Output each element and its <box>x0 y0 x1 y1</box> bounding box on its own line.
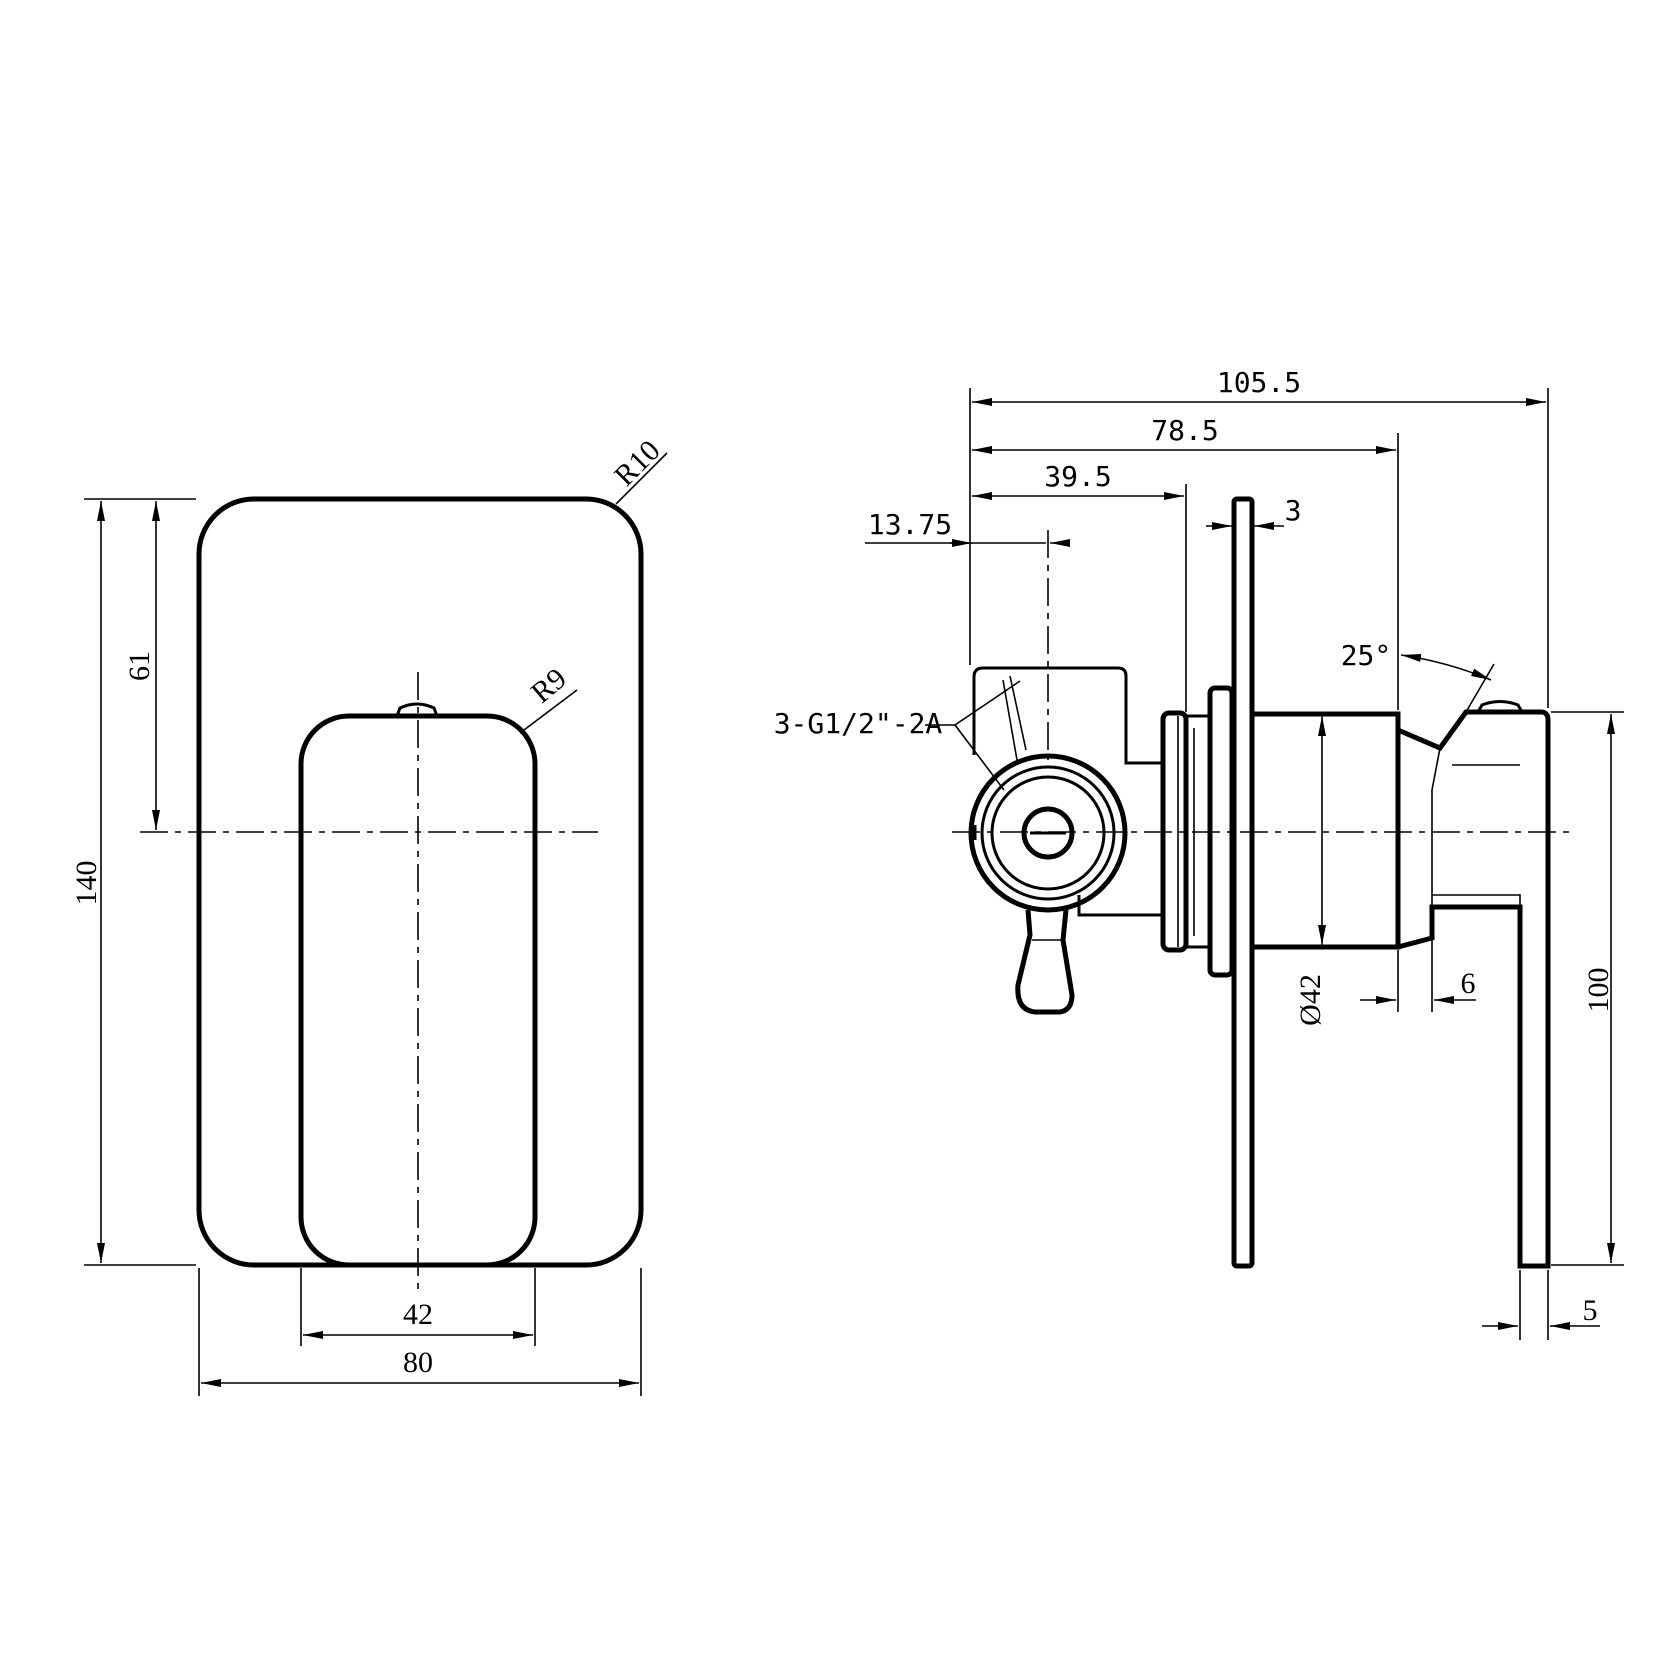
dim-lever-thickness-label: 5 <box>1583 1294 1598 1327</box>
handle-body <box>1252 711 1401 950</box>
dim-height-label: 140 <box>70 861 103 906</box>
dim-outer-radius-label: R10 <box>608 434 667 493</box>
handle-outline <box>298 713 538 1268</box>
dim-lever-offset-label: 6 <box>1461 967 1476 1000</box>
port-core <box>1021 806 1075 860</box>
dim-lever-height-label: 100 <box>1582 968 1615 1013</box>
leader-r10 <box>615 452 668 505</box>
side-view: 105.5 78.5 39.5 13.75 3 25° Ø42 6 <box>774 366 1624 1340</box>
leader-connection-1 <box>954 680 1021 726</box>
handle-lever-knob <box>1476 700 1524 713</box>
dim-lever-angle-label: 25° <box>1341 639 1392 672</box>
handle-lever-inner <box>1431 747 1521 907</box>
port-outer-ring <box>968 753 1128 913</box>
port-inner-ring <box>990 775 1106 891</box>
dim-outer-width-label: 80 <box>403 1346 433 1379</box>
handle-knob <box>395 702 439 717</box>
valve-body <box>972 666 1165 917</box>
leader-connection-2 <box>954 724 1005 791</box>
handle-lever-profile <box>1397 709 1551 1269</box>
dim-depth-to-plate-label: 39.5 <box>1044 460 1111 493</box>
dim-overall-depth-label: 105.5 <box>1217 366 1301 399</box>
wall-plate <box>1231 496 1255 1269</box>
dim-inner-radius-label: R9 <box>525 662 573 710</box>
dim-body-diameter-label: Ø42 <box>1294 974 1327 1026</box>
port-mid-ring <box>980 765 1116 901</box>
cover-plate-outline <box>196 496 644 1268</box>
connection-note-label: 3-G1/2"-2A <box>774 707 943 740</box>
extension-line-angle <box>1465 663 1495 713</box>
valve-lever <box>1015 909 1075 1015</box>
dim-inner-width-label: 42 <box>403 1298 433 1331</box>
dim-arc-lever-angle <box>1400 653 1492 681</box>
front-view: 140 61 R10 R9 42 80 <box>70 434 668 1396</box>
dim-depth-to-body-label: 78.5 <box>1151 414 1218 447</box>
dim-center-height-label: 61 <box>123 651 156 681</box>
leader-r9 <box>519 689 578 734</box>
valve-internal-edge <box>1002 675 1027 761</box>
dim-depth-to-axis-label: 13.75 <box>868 508 952 541</box>
dim-plate-thickness-label: 3 <box>1285 494 1302 527</box>
